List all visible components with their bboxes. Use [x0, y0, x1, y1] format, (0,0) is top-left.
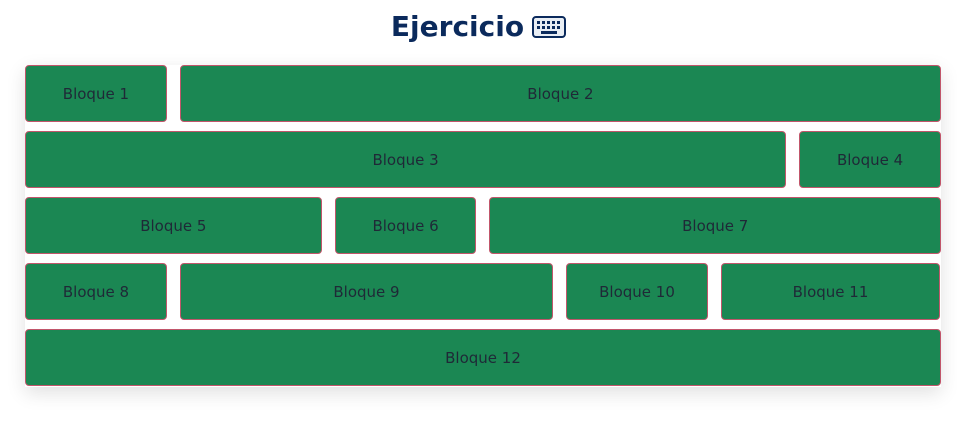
- blocks-grid: Bloque 1 Bloque 2 Bloque 3 Bloque 4 Bloq…: [25, 65, 941, 387]
- page-title: Ejercicio: [390, 9, 525, 43]
- block-8: Bloque 8: [25, 263, 167, 320]
- block-10: Bloque 10: [566, 263, 708, 320]
- block-4: Bloque 4: [799, 131, 941, 188]
- block-3: Bloque 3: [25, 131, 787, 188]
- block-1: Bloque 1: [25, 65, 167, 122]
- block-12: Bloque 12: [25, 329, 941, 386]
- page-header: Ejercicio: [0, 6, 957, 46]
- keyboard-icon: [532, 16, 567, 38]
- block-7: Bloque 7: [489, 197, 941, 254]
- block-2: Bloque 2: [179, 65, 941, 122]
- block-9: Bloque 9: [180, 263, 553, 320]
- block-5: Bloque 5: [25, 197, 322, 254]
- block-11: Bloque 11: [721, 263, 940, 320]
- block-6: Bloque 6: [334, 197, 477, 254]
- blocks-row-4: Bloque 8 Bloque 9 Bloque 10 Bloque 11: [25, 263, 941, 320]
